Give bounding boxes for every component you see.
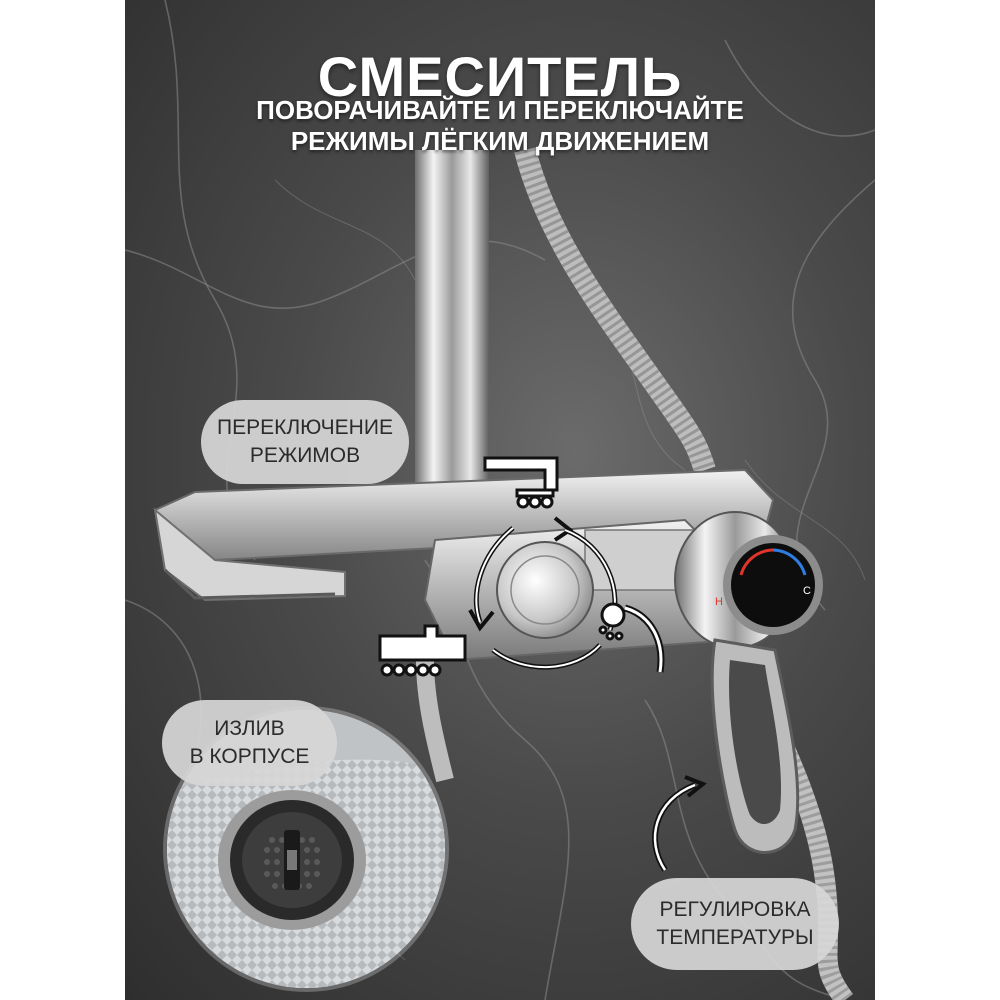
modes-label-line-2: РЕЖИМОВ (249, 444, 361, 467)
temperature-label: РЕГУЛИРОВКА ТЕМПЕРАТУРЫ (631, 878, 839, 970)
cold-arc (772, 548, 807, 576)
cold-letter: C (803, 585, 811, 597)
page-title: СМЕСИТЕЛЬ (317, 45, 683, 108)
curved-arrow-icon (652, 775, 707, 872)
hand-shower-icon (598, 602, 665, 673)
modes-label: ПЕРЕКЛЮЧЕНИЕ РЕЖИМОВ (201, 400, 409, 484)
temperature-label-line-2: ТЕМПЕРАТУРЫ (656, 926, 814, 949)
subtitle-line-1: ПОВОРАЧИВАЙТЕ И ПЕРЕКЛЮЧАЙТЕ (256, 95, 744, 125)
page-subtitle: ПОВОРАЧИВАЙТЕ И ПЕРЕКЛЮЧАЙТЕ РЕЖИМЫ ЛЁГК… (125, 95, 875, 157)
shower-mixer-illustration (153, 147, 854, 1000)
spout-mode-icon (483, 456, 559, 509)
spout-label-line-2: В КОРПУСЕ (189, 745, 310, 768)
riser-pipe (415, 150, 489, 520)
modes-label-line-1: ПЕРЕКЛЮЧЕНИЕ (217, 416, 393, 439)
hot-arc (739, 548, 774, 576)
spout-label: ИЗЛИВ В КОРПУСЕ (162, 700, 337, 786)
spout-label-line-1: ИЗЛИВ (214, 717, 285, 740)
product-card: СМЕСИТЕЛЬ ПОВОРАЧИВАЙТЕ И ПЕРЕКЛЮЧАЙТЕ Р… (125, 0, 875, 1000)
bath-mode-icon (378, 624, 467, 677)
temperature-knob-face (731, 543, 815, 627)
temperature-label-line-1: РЕГУЛИРОВКА (659, 898, 811, 921)
subtitle-line-2: РЕЖИМЫ ЛЁГКИМ ДВИЖЕНИЕМ (290, 126, 710, 156)
hot-letter: H (715, 596, 723, 608)
